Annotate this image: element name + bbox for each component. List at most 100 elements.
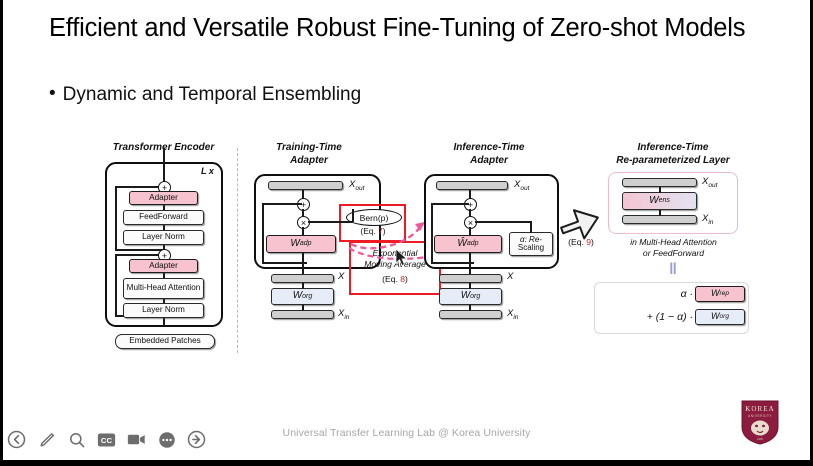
back-arrow-icon[interactable] [7,430,26,449]
inference-line-add-mul [469,209,471,217]
reparam-xin-label: Xin [702,213,714,226]
more-options-icon[interactable] [157,430,176,449]
inference-residual-side [431,203,433,263]
svg-text:1905: 1905 [757,437,764,441]
inference-residual-bottom [431,262,474,264]
inference-xin-label: Xin [507,308,519,321]
training-line-xout-add [302,190,304,199]
mouse-cursor [396,249,408,266]
inference-title-line2: Adapter [470,154,508,166]
eq9-block-arrow-icon [560,209,599,240]
encoder-block-mha: Multi-Head Attention [123,278,204,299]
encoder-residual-up-bot [115,249,163,251]
inference-xout-label: Xout [514,179,530,192]
training-residual-top [262,203,302,205]
training-title-line2: Adapter [290,154,328,166]
svg-text:KOREA: KOREA [745,405,775,413]
encoder-block-feedforward: FeedForward [123,210,204,225]
training-line-x-worg [302,283,304,289]
inference-line-xout-add [469,190,471,199]
page-title: Efficient and Versatile Robust Fine-Tuni… [49,14,746,42]
inference-panel-title: Inference-Time Adapter [429,142,549,167]
encoder-repeat-label: L x [201,166,214,176]
inference-line-x-worg [469,283,471,289]
pencil-icon[interactable] [37,430,56,449]
training-xin-bar [271,310,334,319]
reparam-panel-title: Inference-Time Re-parameterized Layer [597,142,749,167]
search-icon[interactable] [67,430,86,449]
inference-x-label: X [507,271,514,282]
bullet-text: Dynamic and Temporal Ensembling [62,84,362,105]
training-line-wadp-down [302,253,304,275]
training-xout-label: Xout [349,179,365,192]
bottom-toolbar[interactable]: CC [7,430,206,449]
architecture-figure: Transformer Encoder L x + Adapter FeedFo… [91,142,751,367]
ema-equation-ref: (Eq. 8) [382,274,408,284]
footer-text: Universal Transfer Learning Lab @ Korea … [282,427,531,439]
inference-line-worg-xin [469,305,471,311]
inference-xin-bar [439,310,502,319]
training-title-line1: Training-Time [276,142,342,153]
inference-line-wadp-down [469,253,471,275]
encoder-residual-low [115,254,117,316]
reparam-title-line1: Inference-Time [637,142,709,153]
inference-rescale-to-mul-line [475,221,531,223]
training-x-label: X [338,271,345,282]
inference-x-bar [439,274,502,283]
figure-divider [237,148,238,353]
training-bern-drop-line [352,209,354,222]
training-x-bar [271,274,334,283]
encoder-residual-low-top [115,254,163,256]
korea-university-logo: KOREA UNIVERSITY 1905 [741,400,779,445]
reparam-line-xout-wens [659,187,661,193]
ema-flow-arrow [350,222,425,250]
bullet-marker: • [49,83,56,104]
training-panel-title: Training-Time Adapter [254,142,364,167]
inference-residual-top [431,203,469,205]
reparam-line-wens-xin [659,210,661,216]
training-xout-bar [268,181,343,190]
reparam-xin-bar [622,215,697,224]
bern-ellipse: Bern(p) [346,209,402,226]
training-residual-side [262,203,264,263]
inference-title-line1: Inference-Time [453,142,525,153]
reparam-caption: in Multi-Head Attention or FeedForward [630,237,717,259]
reparam-xout-bar [622,178,697,187]
forward-arrow-icon[interactable] [187,430,206,449]
encoder-block-layernorm-2: Layer Norm [123,303,204,318]
inference-rescale-drop-line [530,221,532,233]
inference-xout-bar [436,181,508,190]
encoder-residual-up-top [115,186,163,188]
encoder-block-adapter-2: Adapter [129,259,198,273]
encoder-block-embedded-patches: Embedded Patches [115,334,215,349]
svg-text:UNIVERSITY: UNIVERSITY [748,414,773,418]
training-bern-to-mul-line [308,221,353,223]
ema-label: Exponential Moving Average [364,248,426,270]
closed-caption-icon[interactable]: CC [97,430,116,449]
encoder-residual-up [115,186,117,250]
training-line-add-mul [302,209,304,217]
training-line-worg-xin [302,305,304,311]
formula-one-minus-alpha-term: + (1 − α) · [646,311,693,323]
svg-text:CC: CC [101,436,113,445]
training-xin-label: Xin [338,308,350,321]
inference-rescaling-block: α: Re- Scaling [509,232,553,256]
encoder-add-op-upper: + [158,181,171,194]
encoder-panel-title: Transformer Encoder [112,142,215,153]
encoder-block-layernorm-1: Layer Norm [123,230,204,245]
video-camera-icon[interactable] [127,430,146,449]
bern-equation-ref: (Eq. 7) [360,226,386,236]
encoder-block-adapter-1: Adapter [129,191,198,205]
inference-line-mul-wadp [469,227,471,236]
eq9-equation-ref: (Eq. 9) [568,237,594,247]
reparam-xout-label: Xout [702,176,718,189]
reparam-title-line2: Re-parameterized Layer [616,154,730,166]
